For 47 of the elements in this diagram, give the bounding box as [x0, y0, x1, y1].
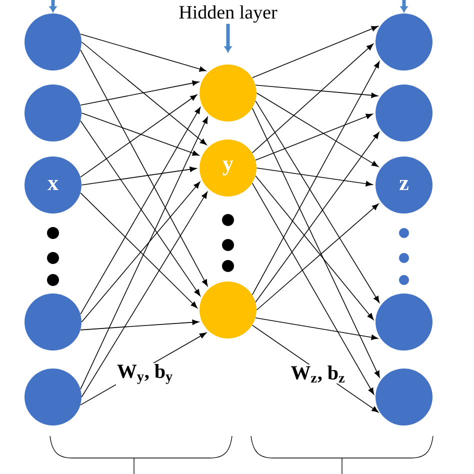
arrow	[224, 24, 232, 52]
arrow	[81, 182, 200, 322]
circle-node	[24, 84, 82, 142]
circle-node	[24, 294, 82, 350]
arrow	[80, 80, 200, 106]
arrow	[252, 44, 374, 154]
arrow	[252, 61, 380, 296]
arrow	[49, 0, 57, 12]
arrow	[81, 166, 197, 186]
arrow	[400, 0, 408, 12]
arrow	[80, 192, 198, 308]
arrow	[81, 192, 208, 398]
arrow	[81, 42, 207, 146]
circle-node	[200, 282, 256, 338]
circle-node	[200, 64, 256, 122]
circle-node: y	[200, 140, 256, 196]
arrow	[255, 114, 373, 160]
circle-node	[376, 14, 432, 70]
arrow	[255, 132, 380, 302]
arrow	[80, 320, 200, 330]
arrow	[255, 176, 374, 320]
circle-node	[376, 368, 432, 426]
arrow	[81, 112, 200, 156]
circle-node: x	[24, 156, 82, 214]
weight-label: W$_{z}$, b$_{z}$	[290, 364, 346, 384]
arrow	[255, 100, 380, 303]
arrow	[80, 34, 206, 72]
arrow	[80, 50, 208, 286]
layer-label: Hidden layer	[179, 5, 278, 23]
circle-node	[376, 294, 432, 350]
arrow	[80, 107, 201, 314]
arrow	[255, 318, 378, 340]
arrow	[80, 94, 198, 178]
arrow	[80, 116, 208, 390]
arrow	[256, 92, 378, 167]
arrow	[252, 182, 374, 395]
circle-node	[24, 368, 82, 426]
weight-label: W$_{y}$, b$_{y}$	[116, 363, 174, 385]
circle-node: z	[376, 156, 432, 214]
arrow	[80, 120, 200, 296]
arrow	[256, 204, 379, 310]
circle-node	[376, 84, 432, 142]
arrow	[252, 26, 378, 78]
arrow	[255, 84, 378, 98]
arrow	[256, 168, 373, 186]
arrow	[252, 108, 380, 378]
circle-node	[24, 14, 82, 70]
